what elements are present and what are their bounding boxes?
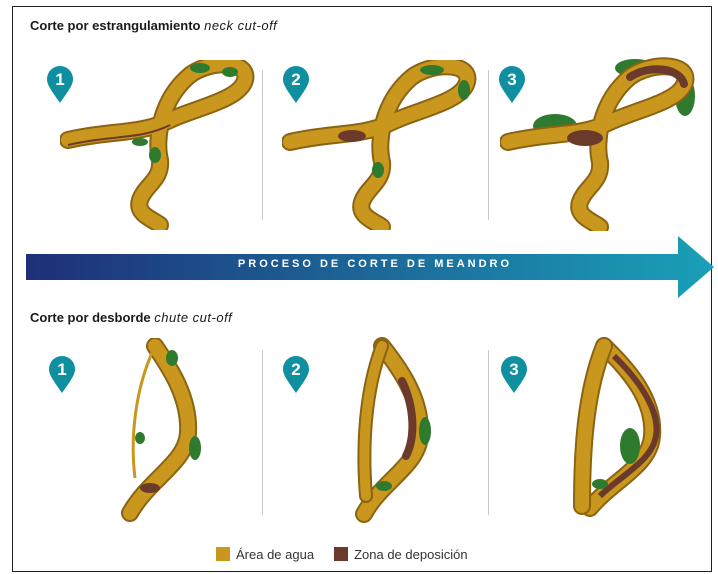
step-marker-2: 2 [282,356,310,394]
legend-label: Área de agua [236,547,314,562]
neck-cutoff-stage-1 [60,60,260,230]
divider [262,350,263,515]
chute-cutoff-stage-2 [340,336,450,526]
step-number: 3 [500,360,528,380]
neck-cutoff-stage-2 [282,60,487,230]
legend-label: Zona de deposición [354,547,467,562]
step-number: 2 [282,360,310,380]
legend-item-water: Área de agua [216,547,314,562]
step-number: 1 [48,360,76,380]
step-marker-1: 1 [48,356,76,394]
divider [262,70,263,220]
chute-cutoff-title-italic: chute cut-off [154,310,232,325]
chute-cutoff-title-main: Corte por desborde [30,310,151,325]
arrow-label: PROCESO DE CORTE DE MEANDRO [150,258,600,270]
neck-cutoff-stage-3 [500,56,700,231]
divider [488,70,489,220]
divider [488,350,489,515]
deposition-swatch [334,547,348,561]
step-marker-3: 3 [500,356,528,394]
legend: Área de agua Zona de deposición [216,544,488,564]
neck-cutoff-title-italic: neck cut-off [204,18,277,33]
chute-cutoff-title: Corte por desborde chute cut-off [30,310,232,325]
chute-cutoff-stage-1 [110,338,220,523]
neck-cutoff-title: Corte por estrangulamiento neck cut-off [30,18,277,33]
legend-item-deposition: Zona de deposición [334,547,467,562]
water-swatch [216,547,230,561]
neck-cutoff-title-main: Corte por estrangulamiento [30,18,200,33]
chute-cutoff-stage-3 [560,336,680,526]
